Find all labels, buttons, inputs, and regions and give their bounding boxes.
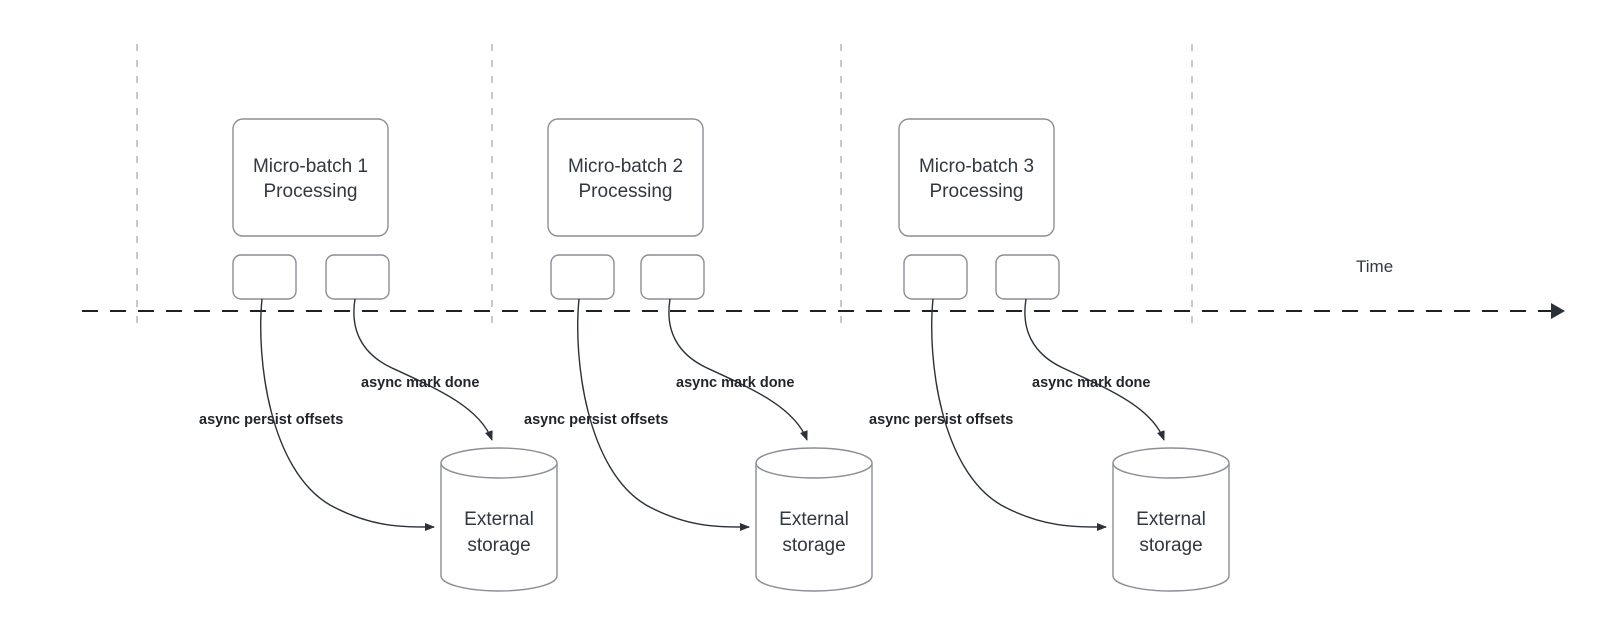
micro-batch-box-3[interactable] [898, 118, 1055, 237]
persist-offsets-task-2[interactable] [550, 254, 615, 300]
external-storage-label-line1-2: External [779, 509, 849, 530]
persist-offsets-task-1[interactable] [232, 254, 297, 300]
external-storage-cylinder-body-3[interactable] [1112, 463, 1230, 592]
external-storage-label-line2-2: storage [782, 535, 845, 556]
mark-done-task-3[interactable] [995, 254, 1060, 300]
micro-batch-label-line2-3: Processing [930, 181, 1024, 202]
time-axis: Time [82, 257, 1565, 319]
external-storage-label-line2-1: storage [467, 535, 530, 556]
edge-label-mark-done-3: async mark done [1032, 375, 1150, 391]
edge-persist-offsets-3 [931, 298, 1107, 532]
external-storage-label-line1-3: External [1136, 509, 1206, 530]
micro-batch-box-2[interactable] [547, 118, 704, 237]
edge-mark-done-1 [353, 298, 493, 441]
diagram-nodes [232, 118, 1230, 592]
edge-persist-offsets-2 [577, 298, 750, 532]
edge-label-persist-offsets-1: async persist offsets [199, 412, 343, 428]
time-axis-label: Time [1356, 257, 1393, 276]
external-storage-cylinder-body-2[interactable] [755, 463, 873, 592]
micro-batch-label-line1-3: Micro-batch 3 [919, 156, 1034, 177]
micro-batch-box-1[interactable] [232, 118, 389, 237]
external-storage-cylinder-top-1[interactable] [440, 447, 558, 479]
micro-batch-label-line1-2: Micro-batch 2 [568, 156, 683, 177]
time-axis-arrowhead [1551, 303, 1565, 319]
micro-batch-label-line2-1: Processing [264, 181, 358, 202]
persist-offsets-task-3[interactable] [903, 254, 968, 300]
edge-mark-done-2 [668, 298, 808, 441]
external-storage-cylinder-body-1[interactable] [440, 463, 558, 592]
external-storage-label-line2-3: storage [1139, 535, 1202, 556]
edge-persist-offsets-1 [260, 298, 435, 532]
edge-label-mark-done-2: async mark done [676, 375, 794, 391]
micro-batch-label-line1-1: Micro-batch 1 [253, 156, 368, 177]
external-storage-cylinder-top-2[interactable] [755, 447, 873, 479]
edge-label-persist-offsets-2: async persist offsets [524, 412, 668, 428]
edge-label-persist-offsets-3: async persist offsets [869, 412, 1013, 428]
external-storage-cylinder-top-3[interactable] [1112, 447, 1230, 479]
edge-mark-done-3 [1024, 298, 1165, 441]
diagram-edges [260, 298, 1165, 532]
external-storage-label-line1-1: External [464, 509, 534, 530]
edge-label-mark-done-1: async mark done [361, 375, 479, 391]
mark-done-task-2[interactable] [640, 254, 705, 300]
mark-done-task-1[interactable] [325, 254, 390, 300]
micro-batch-label-line2-2: Processing [579, 181, 673, 202]
